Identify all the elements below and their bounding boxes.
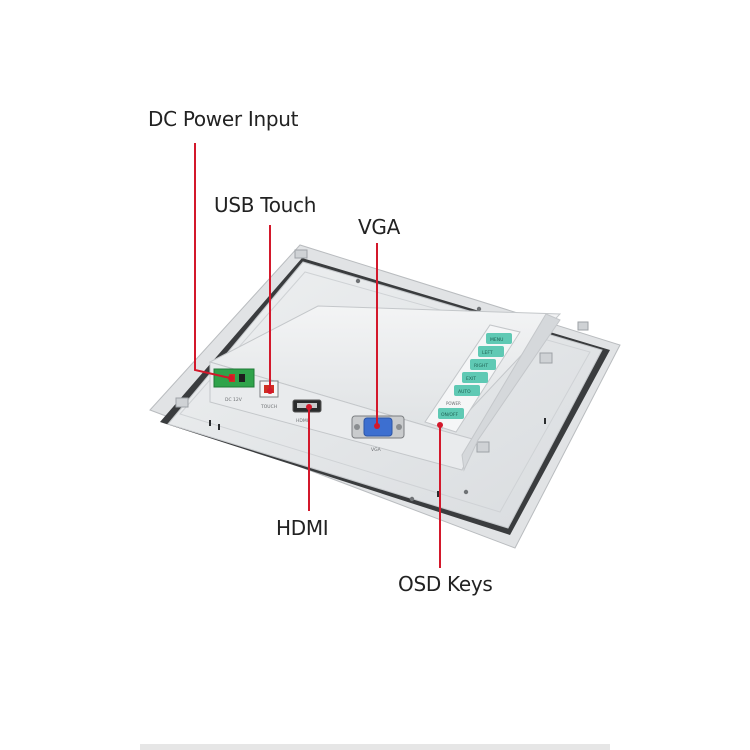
- hdmi-label: HDMI: [276, 516, 329, 540]
- leader-endpoints: [228, 375, 443, 429]
- hdmi-silk-label: HDMI: [296, 418, 308, 424]
- dc-power-input-label: DC Power Input: [148, 107, 299, 131]
- osd-keys: [438, 333, 512, 419]
- dc-silk-label: DC 12V: [225, 397, 243, 403]
- osd-key: [438, 408, 464, 419]
- osd-key-label: LEFT: [482, 350, 493, 356]
- touch-silk-label: TOUCH: [260, 404, 277, 410]
- osd-key: [454, 385, 480, 396]
- leader-lines: [194, 143, 441, 568]
- mount-hole: [409, 496, 415, 502]
- osd-key-label: AUTO: [458, 389, 471, 395]
- io-module-side: [461, 313, 561, 472]
- osd-key-label: RIGHT: [474, 363, 488, 369]
- mount-hole: [476, 306, 482, 312]
- osd-key: [470, 359, 496, 370]
- osd-key: [462, 372, 488, 383]
- vent-slots: [209, 418, 546, 497]
- vga-silk-label: VGA: [371, 447, 382, 453]
- osd-key: [478, 346, 504, 357]
- osd-power-label: POWER: [446, 401, 461, 406]
- osd-keys-label: OSD Keys: [398, 572, 493, 596]
- bottom-divider: [140, 744, 610, 750]
- osd-key-label: ON/OFF: [441, 412, 459, 418]
- osd-key-label: MENU: [490, 337, 503, 343]
- osd-key-labels: MENU LEFT RIGHT EXIT AUTO ON/OFF: [441, 337, 503, 418]
- mount-hole: [463, 489, 469, 495]
- dc-power-leader: [194, 143, 231, 379]
- usb-touch-label: USB Touch: [214, 193, 317, 217]
- vga-label: VGA: [358, 215, 400, 239]
- osd-key: [486, 333, 512, 344]
- mount-hole: [355, 278, 361, 284]
- osd-key-label: EXIT: [466, 376, 476, 382]
- housing-inner-rim: [179, 271, 591, 513]
- mount-bracket: [175, 249, 589, 453]
- port-silkscreen: DC 12V TOUCH HDMI VGA: [225, 397, 382, 453]
